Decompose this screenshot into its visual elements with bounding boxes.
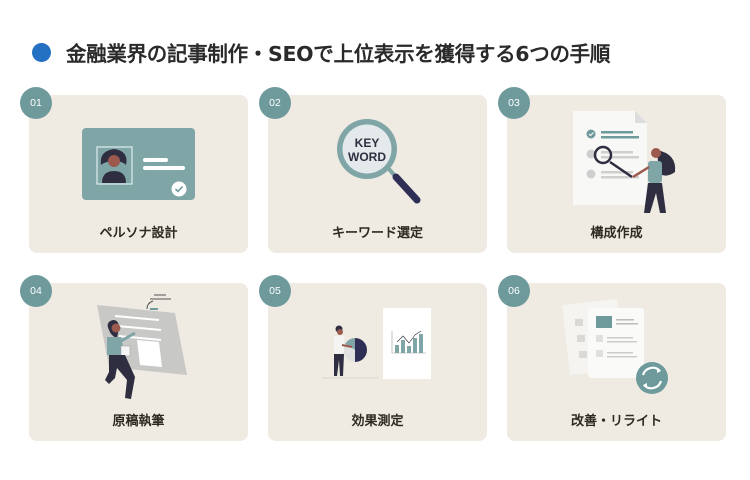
title-bullet-icon — [32, 42, 51, 62]
page-title: 金融業界の記事制作・SEOで上位表示を獲得する6つの手順 — [32, 38, 610, 66]
outline-checklist-icon — [573, 111, 676, 213]
step-label: 原稿執筆 — [112, 414, 165, 429]
step-number-badge: 03 — [498, 87, 530, 119]
title-text: 金融業界の記事制作・SEOで上位表示を獲得する6つの手順 — [66, 42, 611, 66]
step-card-02: KEY WORD キーワード選定 — [268, 95, 487, 253]
step-card-04: 原稿執筆 — [29, 283, 248, 441]
step-card-01: ペルソナ設計 — [29, 95, 248, 253]
step-label: 効果測定 — [351, 414, 404, 429]
step-number-badge: 01 — [20, 87, 52, 119]
step-card-06: 改善・リライト — [507, 283, 726, 441]
step-card-05: 効果測定 — [268, 283, 487, 441]
step-card-03: 構成作成 — [507, 95, 726, 253]
keyword-magnifier-icon: KEY WORD — [337, 119, 421, 204]
step-number-badge: 05 — [259, 275, 291, 307]
step-number-badge: 02 — [259, 87, 291, 119]
svg-text:KEY: KEY — [355, 136, 380, 150]
persona-id-card-icon — [82, 128, 195, 200]
rewrite-refresh-icon — [562, 299, 668, 394]
step-label: ペルソナ設計 — [99, 226, 178, 241]
writing-person-icon — [97, 294, 187, 399]
step-number-badge: 06 — [498, 275, 530, 307]
svg-text:WORD: WORD — [348, 150, 386, 164]
step-number-badge: 04 — [20, 275, 52, 307]
analytics-chart-icon — [322, 308, 431, 379]
step-label: 改善・リライト — [570, 414, 662, 429]
step-label: 構成作成 — [590, 226, 643, 241]
step-label: キーワード選定 — [331, 226, 423, 241]
